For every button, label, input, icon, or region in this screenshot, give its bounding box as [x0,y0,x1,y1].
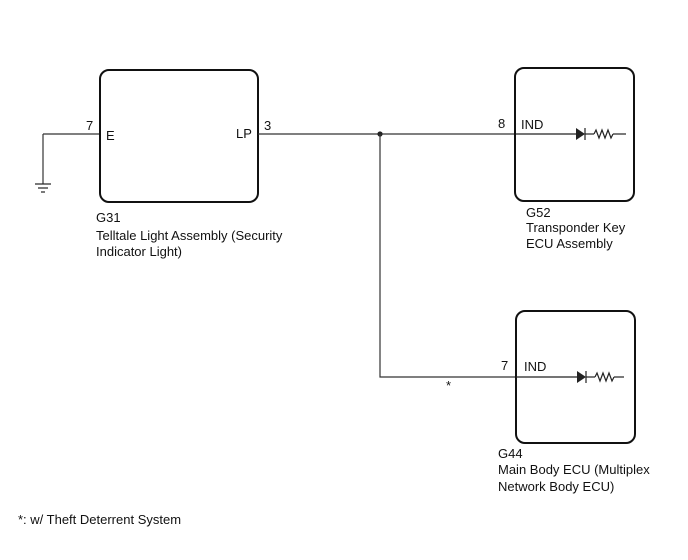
transponder-name-line2: ECU Assembly [526,236,613,251]
branch-marker: * [446,378,451,393]
main-body-name-line2: Network Body ECU) [498,479,614,494]
telltale-pin-e-name: E [106,128,115,143]
telltale-name-line1: Telltale Light Assembly (Security [96,228,283,243]
main-body-name-line1: Main Body ECU (Multiplex [498,462,650,477]
transponder-code: G52 [526,205,551,220]
main-body-pin-name: IND [524,359,546,374]
footnote: *: w/ Theft Deterrent System [18,512,181,527]
main-body-pin-number: 7 [501,358,508,373]
wire-branch-to-g44 [379,134,516,378]
telltale-pin-lp-name: LP [236,126,252,141]
main-body-led-symbol [516,371,624,383]
telltale-pin-lp-number: 3 [264,118,271,133]
transponder-led-symbol [516,128,626,140]
telltale-light-box [99,69,259,203]
ground-symbol [35,133,100,193]
telltale-pin-e-number: 7 [86,118,93,133]
transponder-pin-name: IND [521,117,543,132]
telltale-code: G31 [96,210,121,225]
telltale-name-line2: Indicator Light) [96,244,182,259]
transponder-name-line1: Transponder Key [526,220,626,235]
transponder-pin-number: 8 [498,116,505,131]
main-body-code: G44 [498,446,523,461]
